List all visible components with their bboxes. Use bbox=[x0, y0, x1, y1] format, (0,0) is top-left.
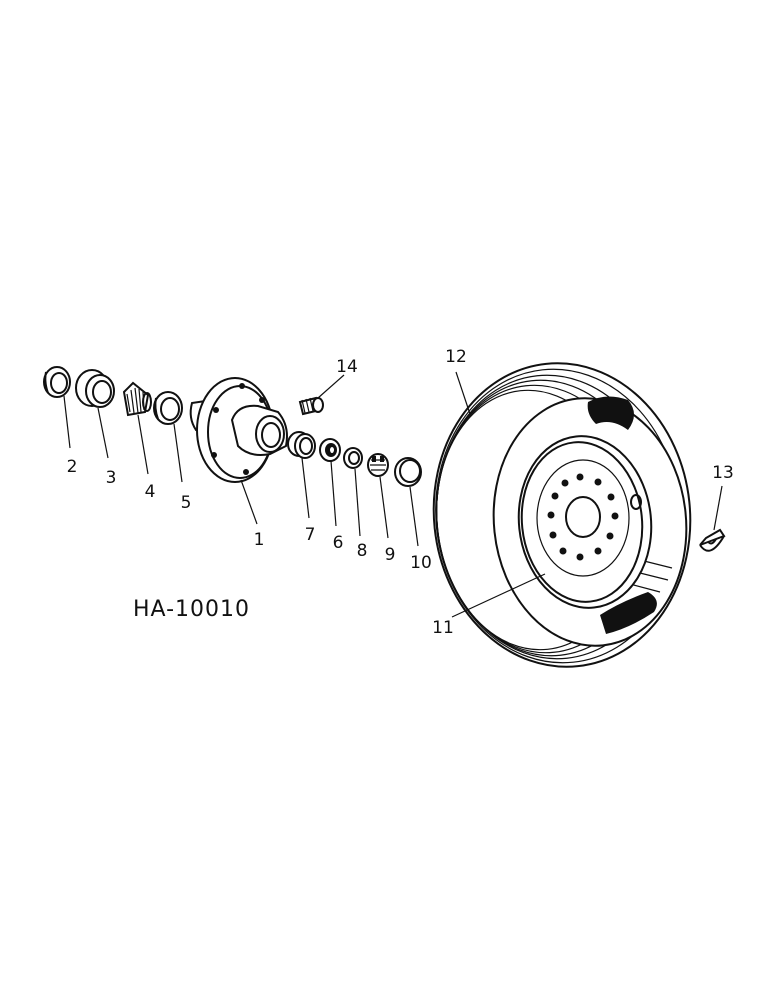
callout-12: 12 bbox=[445, 347, 467, 367]
leader-lines bbox=[63, 371, 723, 618]
callout-labels: 2 3 4 5 1 7 6 8 9 10 11 12 13 14 bbox=[67, 347, 734, 638]
leader-7 bbox=[301, 457, 310, 519]
leader-12 bbox=[455, 371, 471, 415]
part-13-valve-stem bbox=[699, 528, 726, 552]
leader-10 bbox=[409, 486, 419, 547]
leader-11 bbox=[451, 573, 546, 618]
leader-4 bbox=[137, 414, 149, 475]
callout-8: 8 bbox=[357, 541, 368, 561]
part-1-wheel-hub bbox=[189, 377, 288, 483]
callout-9: 9 bbox=[385, 545, 396, 565]
leader-3 bbox=[97, 407, 109, 459]
callout-3: 3 bbox=[106, 468, 117, 488]
callout-2: 2 bbox=[67, 457, 78, 477]
callout-14: 14 bbox=[336, 357, 358, 377]
part-7-bearing-cup bbox=[287, 431, 316, 459]
callout-13: 13 bbox=[712, 463, 734, 483]
part-14-wheel-stud bbox=[298, 396, 324, 416]
part-9-slotted-nut bbox=[367, 453, 389, 477]
part-3-bearing-cup bbox=[75, 369, 115, 408]
callout-5: 5 bbox=[181, 493, 192, 513]
drawing-code: HA-10010 bbox=[133, 597, 250, 622]
part-4-bearing-cone bbox=[122, 381, 152, 417]
part-11-wheel-rim bbox=[517, 435, 653, 609]
leader-9 bbox=[379, 476, 389, 539]
part-6-bearing-cone bbox=[319, 438, 341, 462]
callout-10: 10 bbox=[410, 553, 432, 573]
callout-6: 6 bbox=[333, 533, 344, 553]
leader-6 bbox=[330, 460, 337, 527]
callout-7: 7 bbox=[305, 525, 316, 545]
callout-11: 11 bbox=[432, 618, 454, 638]
part-5-bearing-cup bbox=[153, 391, 183, 425]
leader-2 bbox=[63, 395, 71, 449]
leader-8 bbox=[354, 468, 361, 537]
leader-5 bbox=[173, 423, 183, 483]
callout-4: 4 bbox=[145, 482, 156, 502]
part-2-seal bbox=[43, 366, 71, 398]
callout-1: 1 bbox=[254, 530, 265, 550]
leader-13 bbox=[713, 485, 723, 531]
part-10-hub-cap bbox=[394, 457, 422, 487]
part-8-washer bbox=[343, 447, 363, 469]
leader-1 bbox=[240, 479, 258, 525]
leader-14 bbox=[317, 374, 345, 399]
